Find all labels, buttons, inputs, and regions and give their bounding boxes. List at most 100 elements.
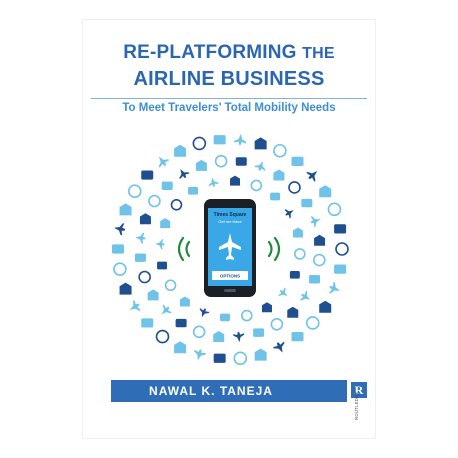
person-icon bbox=[161, 181, 173, 191]
plane-icon bbox=[219, 233, 241, 260]
luggage-icon bbox=[278, 287, 288, 297]
person-icon bbox=[194, 349, 207, 361]
fork-icon bbox=[233, 351, 248, 366]
boarding-pass-icon bbox=[113, 262, 127, 276]
title-main: RE-PLATFORMING bbox=[123, 42, 297, 63]
ticket-icon bbox=[294, 248, 306, 260]
map-pin-icon bbox=[334, 224, 347, 234]
publisher-logo: R ROUTLEDGE bbox=[351, 382, 367, 422]
ticket-icon bbox=[127, 184, 142, 199]
plane-icon bbox=[219, 313, 230, 322]
building-icon bbox=[291, 156, 304, 167]
luggage-icon bbox=[158, 156, 170, 168]
bag-icon bbox=[310, 216, 321, 228]
luggage-icon bbox=[175, 318, 187, 328]
publisher-name: ROUTLEDGE bbox=[354, 391, 359, 420]
author-name: NAWAL K. TANEJA bbox=[149, 384, 273, 398]
travel-icon-ring: Times Square Get me there OPTIONS bbox=[112, 133, 349, 366]
building-icon bbox=[157, 261, 168, 270]
hotel-icon bbox=[305, 316, 320, 330]
coffee-icon bbox=[170, 199, 183, 211]
phone-icon bbox=[161, 304, 172, 315]
globe-icon bbox=[192, 325, 206, 339]
screen-heading: Times Square bbox=[214, 212, 247, 218]
publisher-letter: R bbox=[351, 382, 367, 398]
fork-icon bbox=[139, 213, 151, 225]
cart-icon bbox=[129, 299, 141, 311]
fork-icon bbox=[273, 143, 287, 158]
clock-icon bbox=[254, 160, 266, 171]
ticket-icon bbox=[213, 331, 225, 343]
train-icon bbox=[112, 244, 124, 254]
taxi-icon bbox=[179, 296, 190, 307]
luggage-icon bbox=[329, 281, 341, 294]
bag-icon bbox=[292, 227, 303, 238]
book-cover: RE-PLATFORMING THE AIRLINE BUSINESS To M… bbox=[83, 20, 375, 438]
fork-icon bbox=[164, 279, 177, 292]
phone-icon bbox=[319, 300, 332, 313]
cart-icon bbox=[309, 275, 321, 284]
bus-icon bbox=[273, 341, 285, 353]
icon-ring bbox=[112, 133, 349, 366]
title-small: THE bbox=[302, 45, 335, 62]
building-icon bbox=[213, 353, 226, 363]
map-pin-icon bbox=[141, 318, 154, 328]
plane-icon bbox=[213, 135, 226, 145]
wifi-icon bbox=[284, 209, 294, 219]
signal-left-icon bbox=[177, 236, 191, 262]
signal-right-icon bbox=[267, 236, 281, 262]
passport-icon bbox=[174, 341, 187, 354]
title-line-1: RE-PLATFORMING THE bbox=[83, 42, 375, 64]
home-button bbox=[224, 289, 236, 292]
globe-icon bbox=[289, 270, 300, 279]
taxi-icon bbox=[254, 137, 267, 150]
taxi-icon bbox=[254, 348, 267, 361]
phone-icon bbox=[174, 144, 187, 157]
passport-icon bbox=[179, 169, 190, 180]
cart-icon bbox=[235, 157, 247, 166]
bag-icon bbox=[233, 332, 245, 343]
boarding-pass-icon bbox=[273, 169, 285, 181]
clock-icon bbox=[230, 175, 241, 186]
globe-icon bbox=[312, 253, 326, 267]
options-button[interactable] bbox=[212, 271, 248, 280]
train-icon bbox=[270, 192, 281, 201]
phone-icon bbox=[261, 302, 272, 313]
wifi-icon bbox=[253, 328, 265, 337]
person-icon bbox=[306, 171, 318, 182]
clock-icon bbox=[119, 282, 132, 295]
globe-icon bbox=[141, 170, 154, 180]
boarding-pass-icon bbox=[250, 179, 263, 192]
map-pin-icon bbox=[214, 154, 228, 168]
train-icon bbox=[288, 181, 301, 194]
ticket-icon bbox=[335, 242, 349, 256]
subtitle: To Meet Travelers' Total Mobility Needs bbox=[122, 102, 336, 114]
title-divider bbox=[91, 98, 367, 99]
wifi-icon bbox=[114, 223, 126, 236]
taxi-icon bbox=[135, 232, 146, 244]
options-button-label: OPTIONS bbox=[220, 274, 240, 279]
building-icon bbox=[148, 194, 161, 208]
hotel-icon bbox=[241, 309, 253, 322]
passport-icon bbox=[160, 218, 171, 229]
screen-subheading: Get me there bbox=[218, 219, 242, 224]
train-icon bbox=[270, 318, 284, 331]
plane-icon bbox=[138, 270, 151, 284]
coffee-icon bbox=[327, 202, 342, 217]
smartphone: Times Square Get me there OPTIONS bbox=[204, 199, 256, 297]
globe-icon bbox=[334, 264, 347, 274]
coffee-icon bbox=[155, 329, 170, 344]
bag-icon bbox=[119, 203, 132, 216]
author-bar bbox=[111, 380, 347, 402]
person-icon bbox=[155, 239, 165, 250]
ticket-icon bbox=[314, 234, 326, 246]
hotel-icon bbox=[192, 136, 207, 151]
clock-icon bbox=[300, 290, 311, 301]
bus-icon bbox=[199, 308, 210, 318]
hotel-icon bbox=[147, 289, 159, 301]
bus-icon bbox=[134, 253, 146, 262]
passport-icon bbox=[319, 185, 332, 198]
coffee-icon bbox=[195, 159, 207, 171]
map-pin-icon bbox=[188, 186, 199, 195]
title-line-2: AIRLINE BUSINESS bbox=[133, 68, 325, 90]
